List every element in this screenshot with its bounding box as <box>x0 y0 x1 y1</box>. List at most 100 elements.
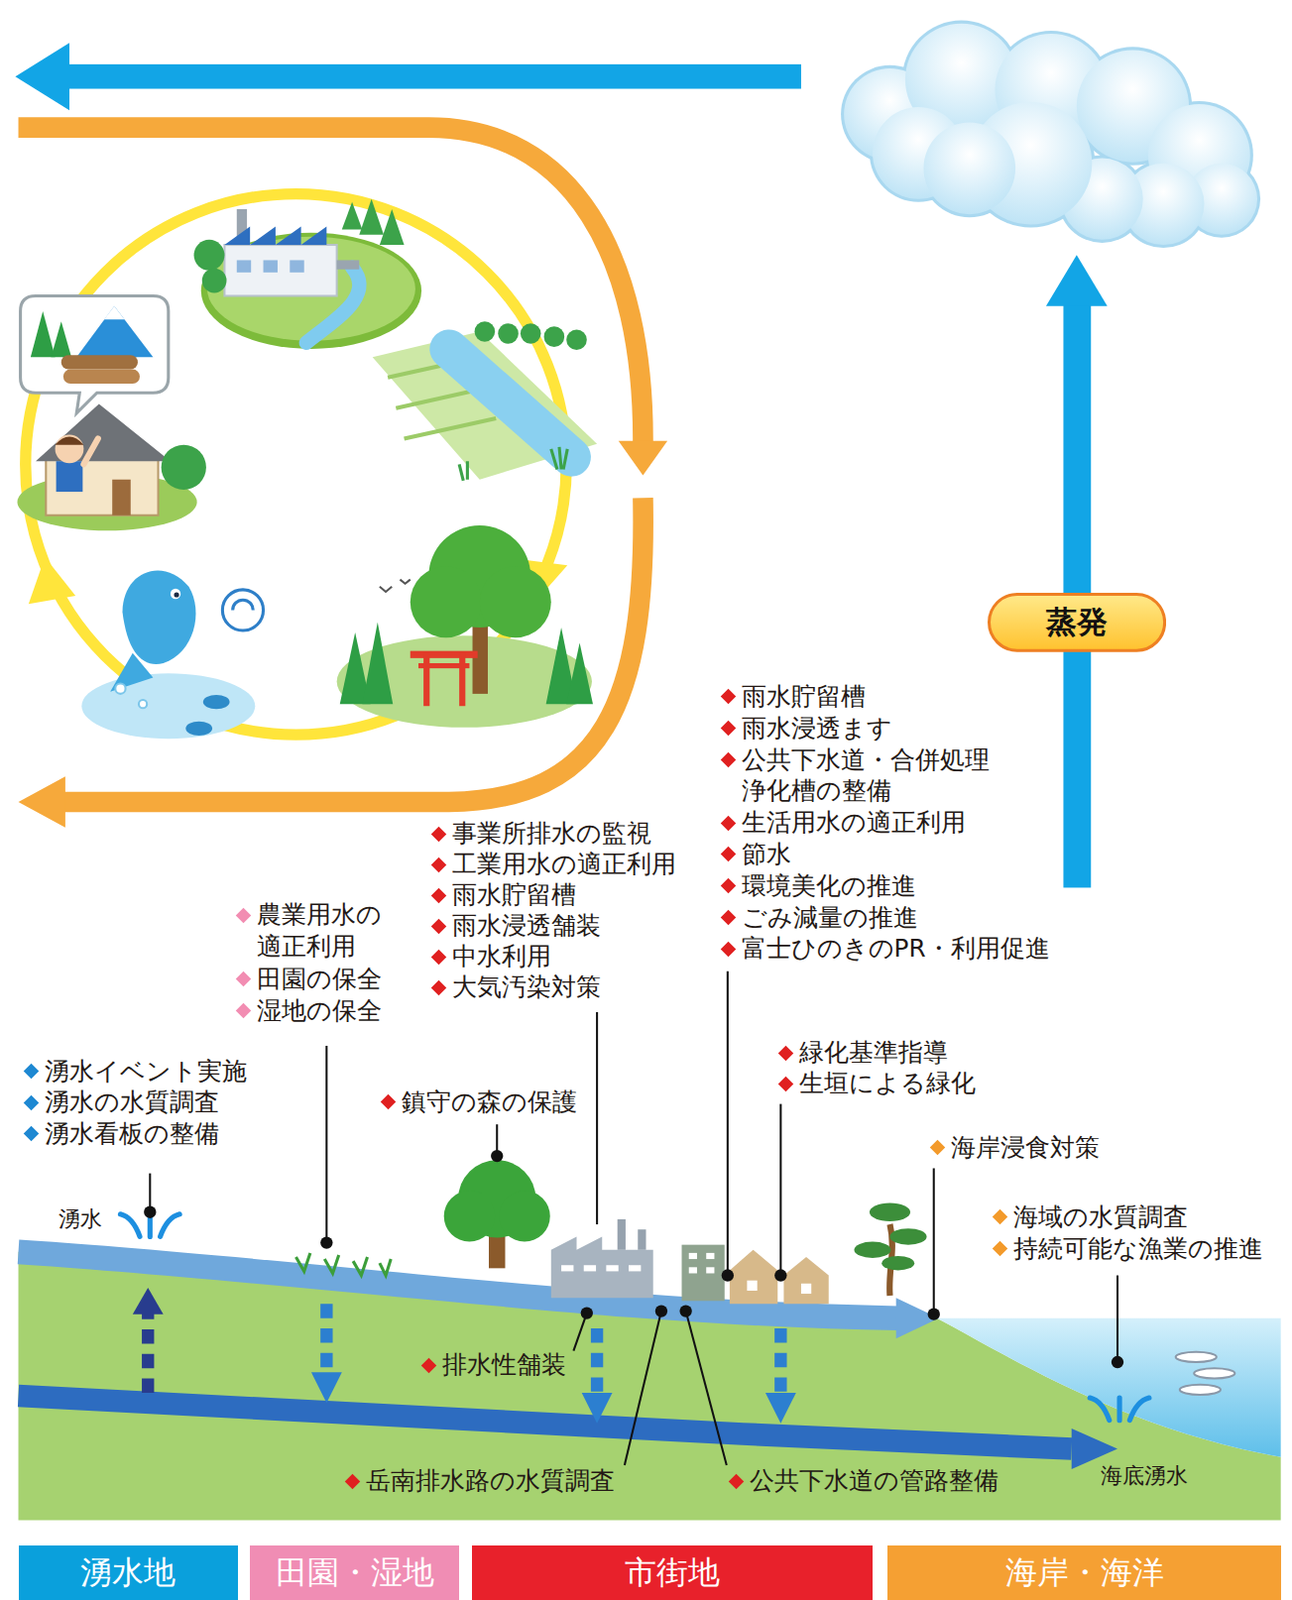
infiltration-arrow <box>320 1303 333 1373</box>
bullet-diamond <box>22 1063 39 1080</box>
rice-paddy <box>566 329 588 351</box>
bullet-diamond <box>431 826 448 843</box>
leader-line <box>325 1046 328 1244</box>
measure-item: 湧水の水質調査 <box>22 1086 220 1118</box>
wetland-grass <box>295 1253 391 1277</box>
factory <box>605 1265 618 1272</box>
rice-paddy <box>474 321 588 351</box>
leader-dot <box>490 1150 503 1163</box>
infiltration-arrow <box>132 1288 164 1315</box>
infiltration-arrow <box>765 1393 797 1424</box>
bullet-diamond <box>22 1094 39 1111</box>
factory <box>551 1236 654 1298</box>
leader-dot <box>774 1269 787 1282</box>
measure-item: 大気汚染対策 <box>430 972 601 1004</box>
pine-tree <box>881 1256 915 1271</box>
house-with-child <box>83 439 98 466</box>
shrine-tree <box>444 1160 551 1269</box>
bullet-diamond <box>234 907 251 924</box>
pine-tree <box>853 1242 891 1259</box>
label-text: 田園の保全 <box>256 964 382 994</box>
node-text: 蒸発 <box>1046 603 1108 641</box>
measure-item: 中水利用 <box>430 941 552 973</box>
shrine-forest <box>566 642 593 705</box>
orange-arrowhead <box>18 776 66 827</box>
bullet-diamond <box>345 1474 361 1491</box>
factory <box>561 1265 574 1272</box>
shrine-forest <box>379 580 411 592</box>
fish-pond <box>81 673 255 739</box>
factory-island <box>358 199 384 235</box>
label-text: 公共下水道の管路整備 <box>749 1466 999 1496</box>
label-text: 緑化基準指導 <box>799 1038 948 1067</box>
factory-island <box>342 202 363 231</box>
wetland-grass <box>295 1253 310 1273</box>
speech-bubble <box>50 321 72 357</box>
node-text: 田園・湿地 <box>275 1553 435 1592</box>
bullet-diamond <box>431 857 448 874</box>
measure-item: 鎮守の森の保護 <box>379 1086 578 1119</box>
bullet-diamond <box>719 815 736 831</box>
leader-dot <box>143 1150 1124 1369</box>
fish-pond <box>185 695 230 736</box>
measure-item: 雨水浸透ます <box>719 712 893 745</box>
label-text: 環境美化の推進 <box>741 871 917 901</box>
rice-paddy <box>449 349 573 458</box>
measure-item: 農業用水の 適正利用 <box>234 899 394 963</box>
factory <box>637 1229 646 1251</box>
fish-pond <box>185 721 213 736</box>
factory-island <box>263 259 278 272</box>
shrine-forest <box>459 653 466 707</box>
house-with-child <box>55 437 85 446</box>
place-label: 湧水 <box>58 1205 103 1235</box>
factory <box>551 1219 654 1298</box>
label-text: 雨水貯留槽 <box>452 880 577 910</box>
bullet-diamond <box>421 1357 438 1374</box>
leader-dot <box>143 1206 156 1219</box>
bullet-diamond <box>719 910 736 927</box>
sea-fish <box>1193 1368 1235 1379</box>
bullet-diamond <box>778 1045 795 1061</box>
bullet-diamond <box>431 888 448 905</box>
seabed-spring <box>1129 1398 1150 1421</box>
orange-arrowhead <box>618 441 668 476</box>
speech-bubble <box>63 369 140 384</box>
shrine-tree <box>498 1190 550 1242</box>
rice-paddy <box>372 331 597 479</box>
wetland-grass <box>379 1259 391 1276</box>
fish-pond <box>115 684 125 695</box>
factory-island <box>194 199 405 294</box>
measure-item: 公共下水道の管路整備 <box>727 1465 999 1498</box>
label-text: 岳南排水路の水質調査 <box>365 1466 615 1496</box>
house-with-child <box>55 434 85 464</box>
town <box>689 1267 698 1274</box>
measure-item: 公共下水道・合併処理 浄化槽の整備 <box>719 744 1002 809</box>
factory-island <box>202 268 228 294</box>
measure-item: 持続可能な漁業の推進 <box>991 1233 1264 1266</box>
house-with-child <box>16 404 206 532</box>
town <box>705 1267 714 1274</box>
shrine-forest <box>337 525 593 728</box>
rice-paddy <box>474 321 496 343</box>
node-text: 湧水地 <box>80 1553 176 1592</box>
label-text: ごみ減量の推進 <box>741 903 919 933</box>
label-text: 持続可能な漁業の推進 <box>1013 1234 1264 1264</box>
label-text: 工業用水の適正利用 <box>452 849 677 879</box>
speech-bubble <box>20 295 169 413</box>
leader-dot <box>1111 1356 1124 1369</box>
bullet-diamond <box>22 1126 39 1143</box>
label-text: 雨水貯留槽 <box>741 682 866 711</box>
bullet-diamond <box>778 1075 795 1092</box>
return-arrow-top <box>63 64 802 90</box>
label-text: 海岸浸食対策 <box>950 1133 1100 1163</box>
measure-item: 湿地の保全 <box>234 995 382 1028</box>
bullet-diamond <box>380 1094 397 1111</box>
bullet-diamond <box>992 1241 1009 1258</box>
label-text: 排水性舗装 <box>442 1350 567 1380</box>
fish-pond <box>203 695 231 709</box>
seabed-spring <box>1089 1398 1110 1421</box>
leader-line <box>779 1104 782 1277</box>
house-with-child <box>161 445 207 490</box>
infiltration-arrow <box>311 1372 343 1404</box>
